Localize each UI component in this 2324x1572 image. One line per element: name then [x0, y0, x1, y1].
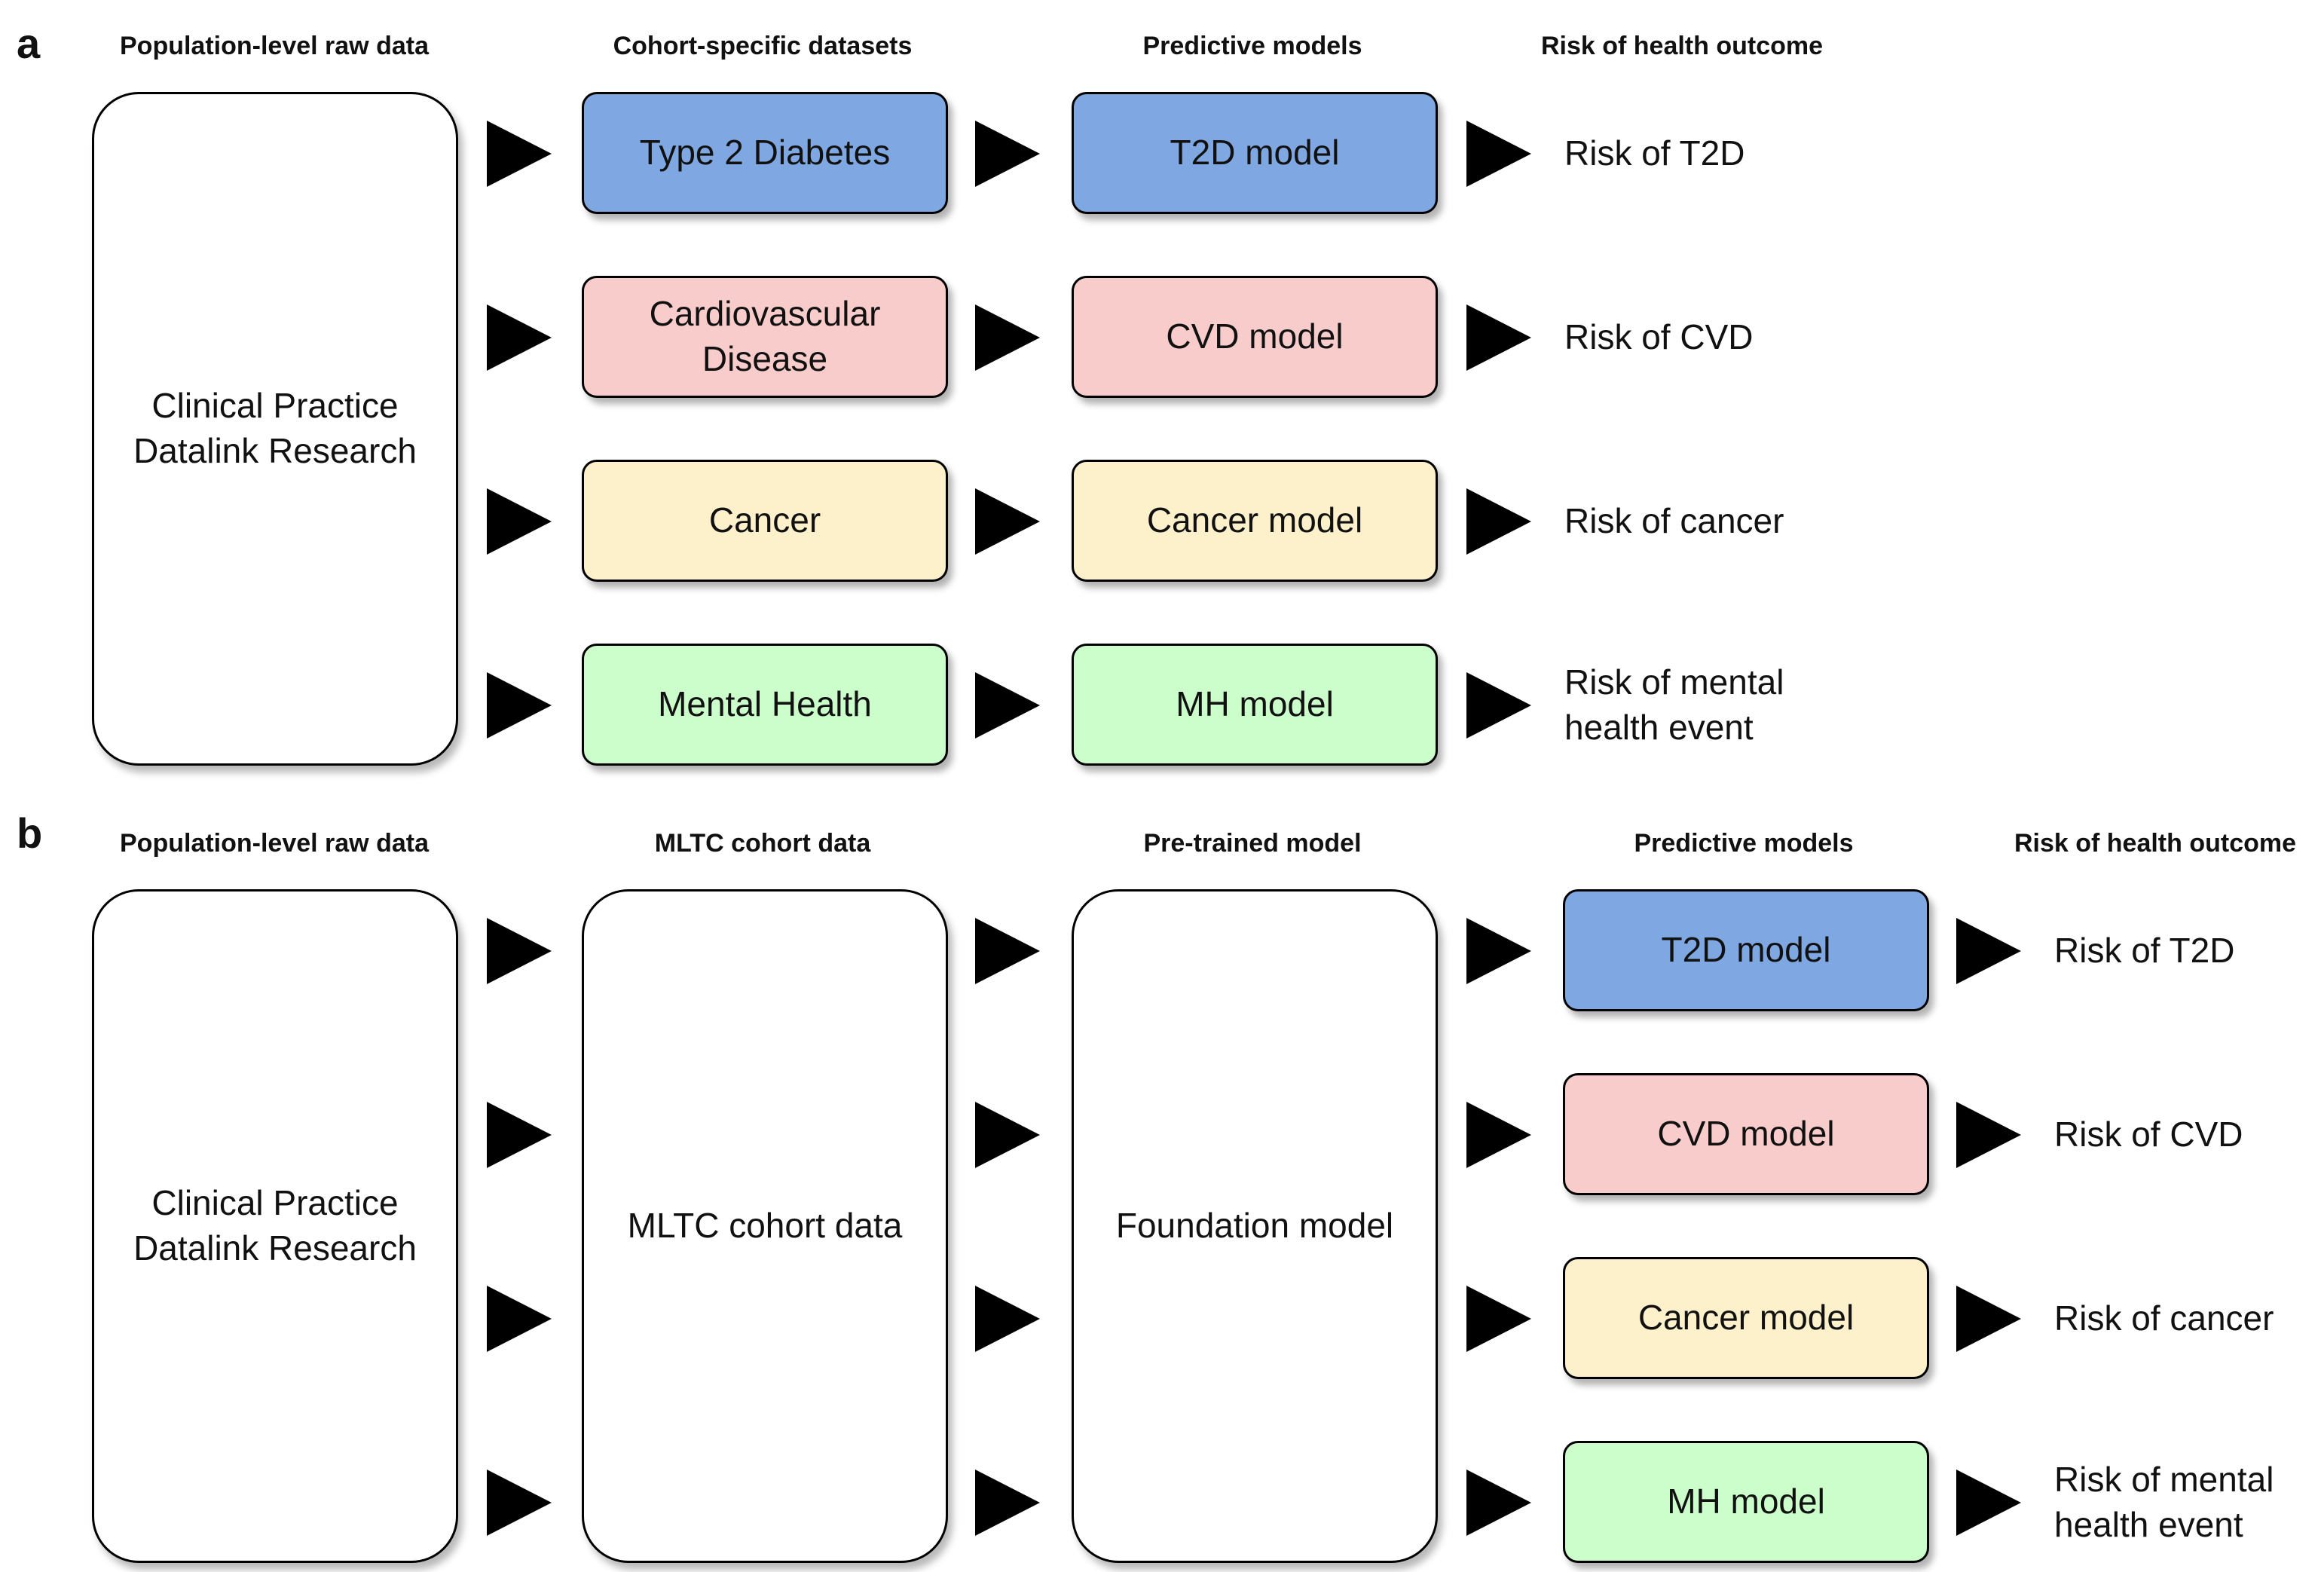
arrow — [975, 488, 1040, 555]
model-box-cvd: CVD model — [1563, 1073, 1929, 1195]
arrow — [1956, 918, 2021, 984]
arrow — [1466, 1102, 1531, 1168]
arrow — [975, 672, 1040, 739]
mltc-cohort-box: MLTC cohort data — [582, 889, 948, 1563]
arrow — [1466, 672, 1531, 739]
model-box-cancer: Cancer model — [1563, 1257, 1929, 1379]
model-label: Cancer model — [1146, 500, 1363, 540]
risk-label-cvd: Risk of CVD — [2054, 1115, 2243, 1154]
dataset-label: Type 2 Diabetes — [639, 133, 891, 173]
arrow — [975, 1286, 1040, 1352]
arrow — [1466, 488, 1531, 555]
foundation-model-label: Foundation model — [1115, 1206, 1394, 1246]
dataset-box-t2d: Type 2 Diabetes — [582, 92, 948, 214]
arrow — [1466, 304, 1531, 371]
model-label: CVD model — [1657, 1114, 1835, 1154]
risk-label-t2d: Risk of T2D — [2054, 931, 2235, 970]
arrow — [1956, 1102, 2021, 1168]
header-predictive-models: Predictive models — [1142, 32, 1362, 60]
source-box-label: Clinical Practice Datalink Research — [133, 386, 417, 470]
dataset-box-cancer: Cancer — [582, 460, 948, 582]
arrow — [1956, 1470, 2021, 1536]
arrow — [487, 304, 552, 371]
arrow — [1466, 121, 1531, 187]
arrow — [487, 1470, 552, 1536]
mltc-cohort-label: MLTC cohort data — [627, 1206, 903, 1246]
model-label: Cancer model — [1638, 1298, 1855, 1338]
arrow — [487, 1286, 552, 1352]
model-box-cancer: Cancer model — [1072, 460, 1438, 582]
model-label: T2D model — [1661, 930, 1831, 970]
model-box-t2d: T2D model — [1072, 92, 1438, 214]
arrow — [975, 304, 1040, 371]
model-box-mh: MH model — [1072, 644, 1438, 766]
panel-letter: a — [17, 20, 41, 67]
panel-a: a Population-level raw data Cohort-speci… — [0, 0, 2324, 782]
arrow — [1466, 918, 1531, 984]
header-predictive-models: Predictive models — [1634, 829, 1854, 858]
model-label: MH model — [1667, 1482, 1825, 1522]
arrow — [975, 918, 1040, 984]
dataset-box-mh: Mental Health — [582, 644, 948, 766]
model-box-mh: MH model — [1563, 1441, 1929, 1563]
arrow — [487, 1102, 552, 1168]
header-cohort-datasets: Cohort-specific datasets — [613, 32, 913, 60]
arrow — [487, 488, 552, 555]
model-box-t2d: T2D model — [1563, 889, 1929, 1011]
dataset-box-cvd: Cardiovascular Disease — [582, 276, 948, 398]
source-box: Clinical Practice Datalink Research — [92, 889, 458, 1563]
header-risk-outcome: Risk of health outcome — [2014, 829, 2297, 858]
header-raw-data: Population-level raw data — [120, 829, 429, 858]
model-label: CVD model — [1166, 317, 1344, 356]
source-box: Clinical Practice Datalink Research — [92, 92, 458, 766]
model-label: MH model — [1176, 684, 1334, 724]
header-pretrained-model: Pre-trained model — [1143, 829, 1362, 858]
risk-label-cvd: Risk of CVD — [1564, 317, 1754, 356]
dataset-label: Cardiovascular Disease — [649, 294, 881, 378]
risk-label-t2d: Risk of T2D — [1564, 133, 1745, 173]
dataset-label: Cancer — [708, 500, 821, 540]
arrow — [975, 1470, 1040, 1536]
arrow — [975, 1102, 1040, 1168]
header-raw-data: Population-level raw data — [120, 32, 429, 60]
arrow — [487, 121, 552, 187]
arrow — [487, 918, 552, 984]
arrow — [1466, 1470, 1531, 1536]
panel-letter: b — [17, 809, 43, 857]
source-box-label: Clinical Practice Datalink Research — [133, 1183, 417, 1268]
risk-label-cancer: Risk of cancer — [2054, 1298, 2274, 1338]
panel-b: b Population-level raw data MLTC cohort … — [0, 790, 2324, 1572]
dataset-label: Mental Health — [658, 684, 872, 724]
arrow — [487, 672, 552, 739]
model-box-cvd: CVD model — [1072, 276, 1438, 398]
header-risk-outcome: Risk of health outcome — [1540, 32, 1824, 60]
risk-label-mh: Risk of mental health event — [2054, 1460, 2274, 1544]
arrow — [1956, 1286, 2021, 1352]
arrow — [1466, 1286, 1531, 1352]
foundation-model-box: Foundation model — [1072, 889, 1438, 1563]
risk-label-mh: Risk of mental health event — [1564, 662, 1784, 747]
risk-label-cancer: Risk of cancer — [1564, 501, 1784, 540]
model-label: T2D model — [1170, 133, 1340, 173]
arrow — [975, 121, 1040, 187]
header-mltc-cohort: MLTC cohort data — [654, 829, 871, 858]
